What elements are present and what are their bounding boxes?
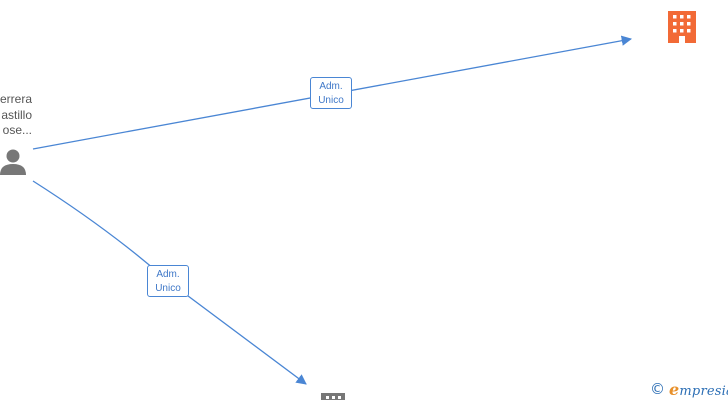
person-name[interactable]: errera astillo ose... xyxy=(0,92,32,139)
person-name-line-3: ose... xyxy=(2,123,32,137)
edge-label-2-line-1: Adm. xyxy=(156,269,180,280)
edge-label-1-line-2: Unico xyxy=(318,95,344,106)
person-name-line-1: errera xyxy=(0,92,32,106)
edge-label-1-line-1: Adm. xyxy=(319,81,343,92)
building-icon-2[interactable] xyxy=(321,393,345,400)
copyright-symbol: © xyxy=(650,380,665,398)
brand-logo: empresia xyxy=(669,380,728,399)
brand-rest: mpresia xyxy=(679,383,728,399)
edge-label-1[interactable]: Adm. Unico xyxy=(310,77,352,109)
person-icon[interactable] xyxy=(0,149,26,176)
person-name-line-2: astillo xyxy=(1,107,32,122)
edge-label-2-line-2: Unico xyxy=(155,283,181,294)
watermark: © empresia xyxy=(650,379,728,399)
building-icon[interactable] xyxy=(668,11,696,43)
edge-label-2[interactable]: Adm. Unico xyxy=(147,265,189,297)
brand-initial: e xyxy=(669,379,680,399)
